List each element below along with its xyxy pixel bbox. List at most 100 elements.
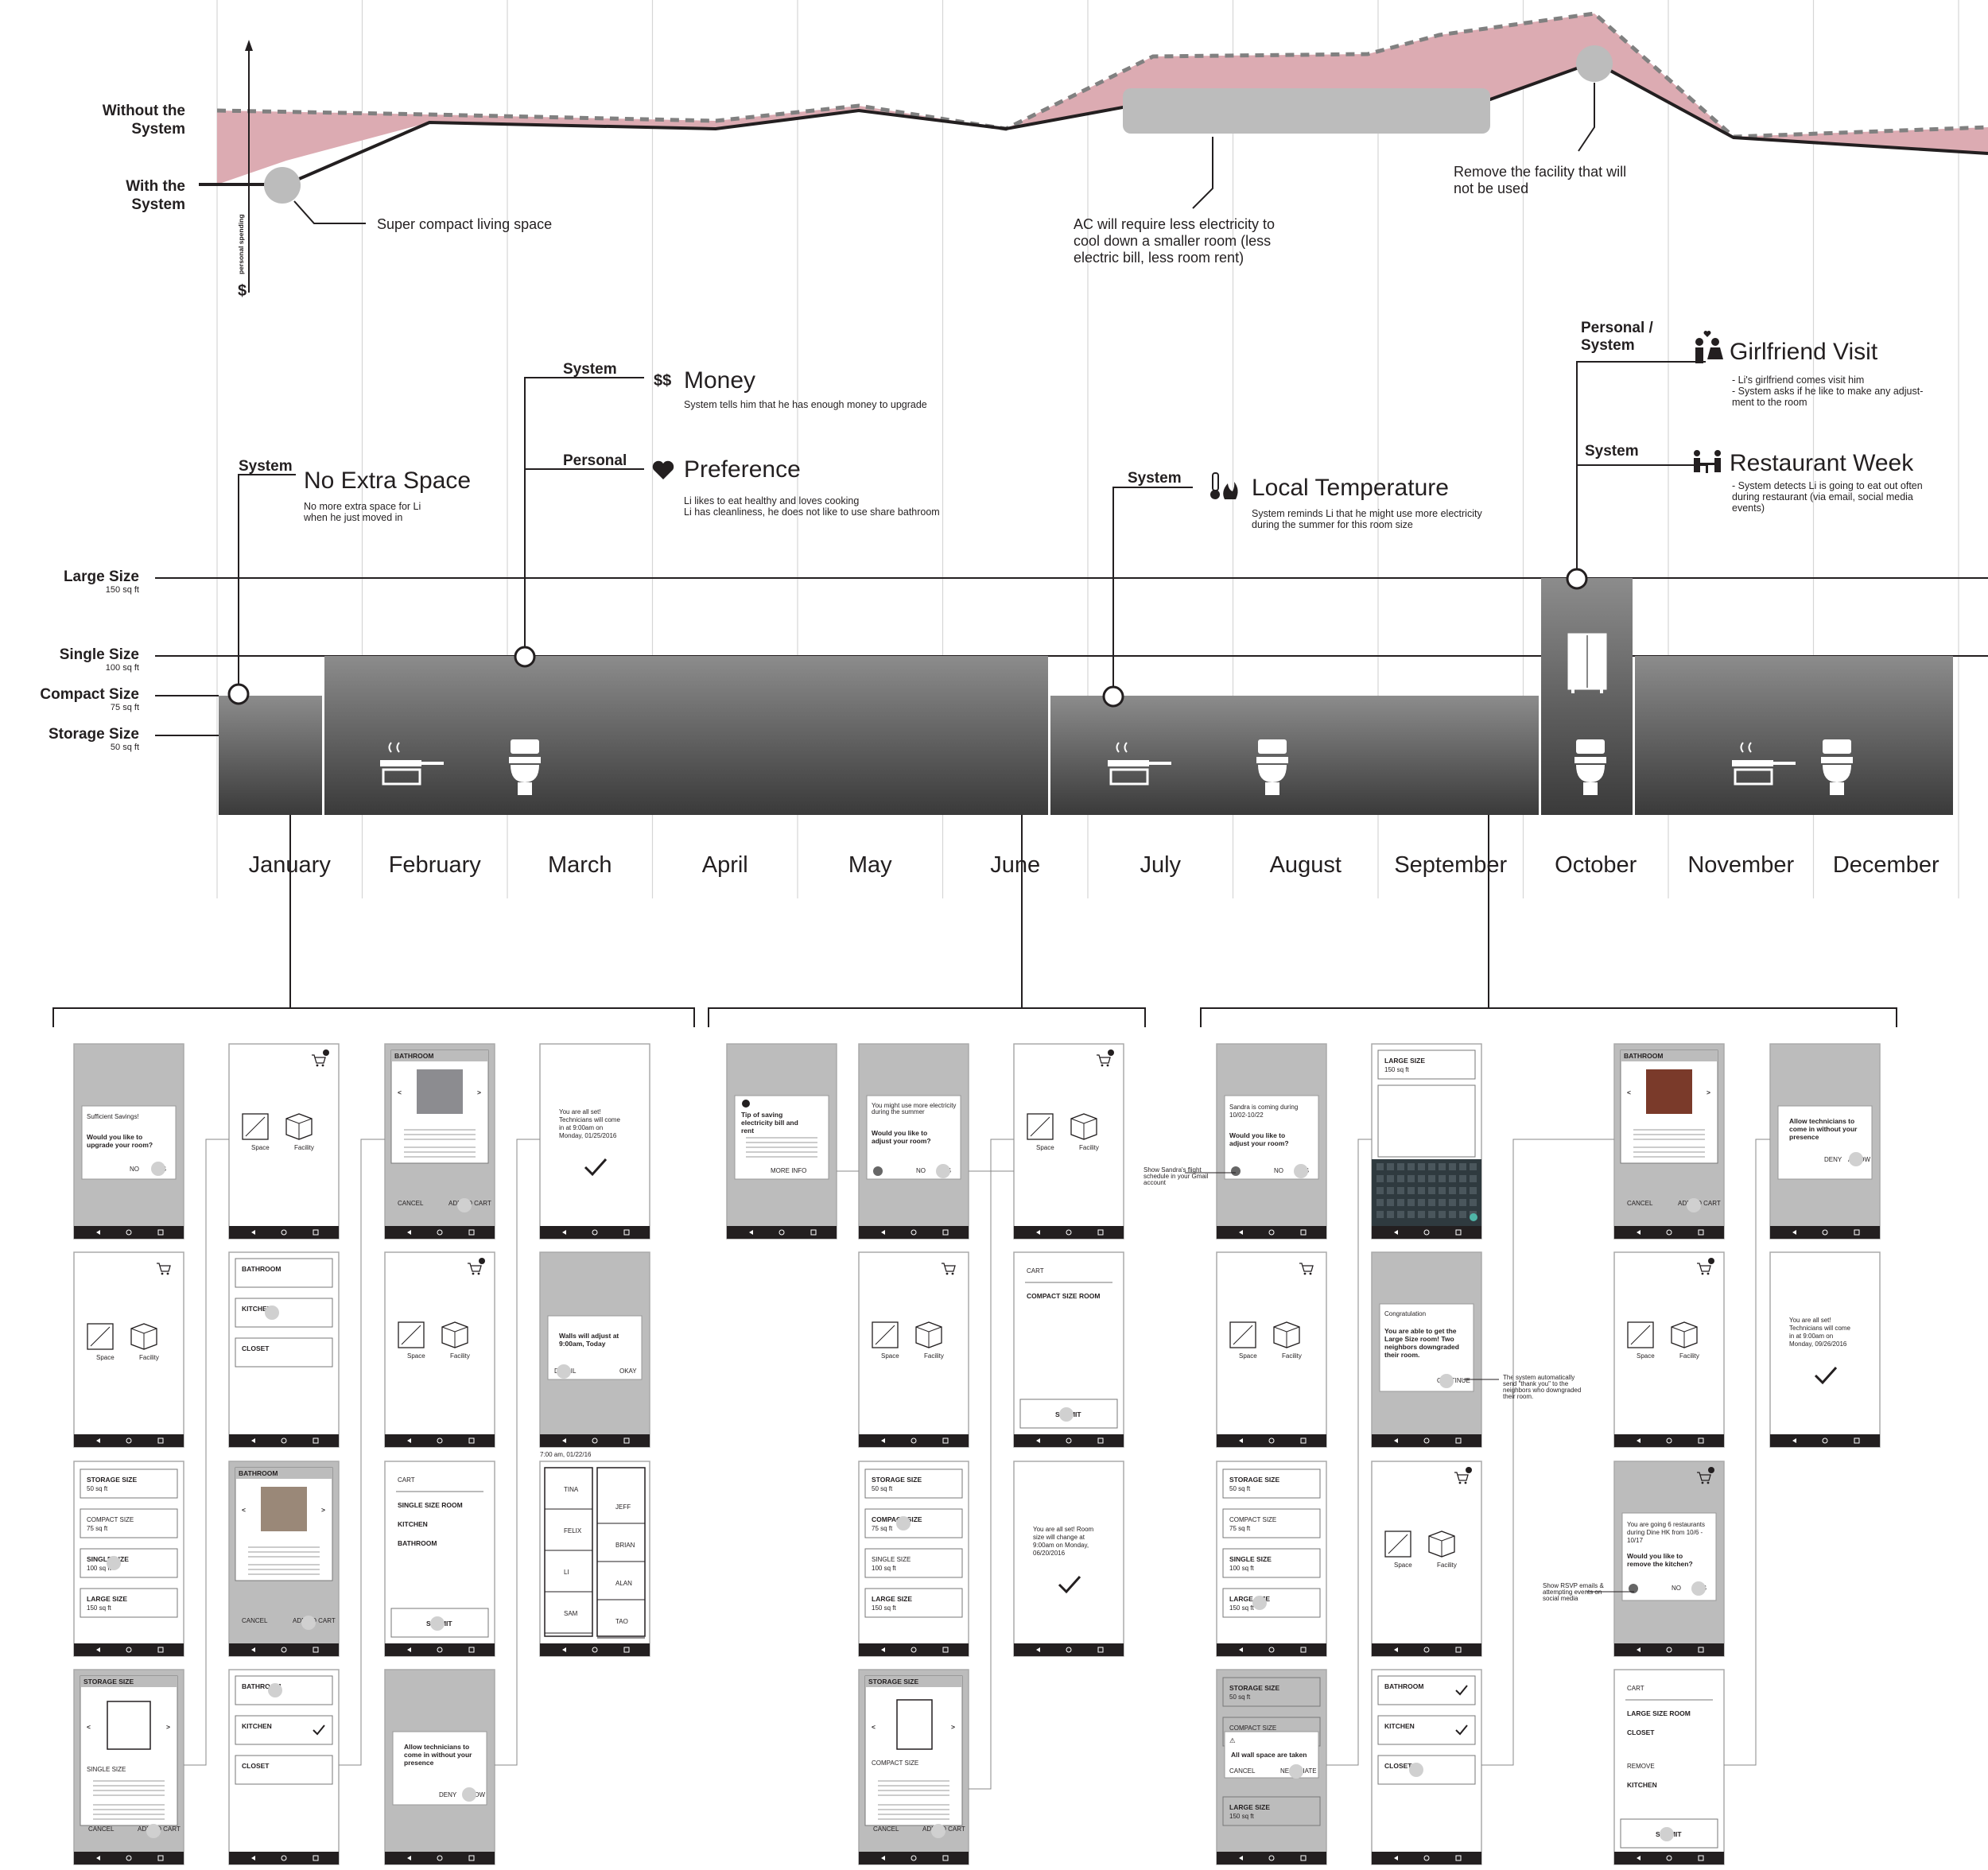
chevron-left-icon: <	[242, 1506, 246, 1514]
list-option[interactable]	[80, 1509, 177, 1538]
list-option[interactable]	[1223, 1469, 1320, 1498]
dining-icon	[1694, 450, 1721, 473]
wireframe-screen: BATHROOM<>CANCELADD TO CART	[385, 1044, 495, 1239]
okay-button: OKAY	[619, 1368, 637, 1375]
touch-indicator	[1289, 1764, 1303, 1779]
size-area: 75 sq ft	[111, 703, 139, 712]
help-icon[interactable]	[873, 1166, 883, 1176]
cart-item: KITCHEN	[1627, 1781, 1657, 1789]
list-option[interactable]	[865, 1549, 962, 1577]
option-caption: SINGLE SIZE	[87, 1766, 126, 1773]
wireframe-screen: You are all set!Technicians will comein …	[540, 1044, 650, 1239]
event-note: System reminds Li that he might use more…	[1252, 508, 1482, 530]
thermometer-fire-icon	[1210, 473, 1238, 499]
help-icon[interactable]	[1231, 1166, 1241, 1176]
list-option[interactable]	[80, 1469, 177, 1498]
list-option[interactable]	[865, 1469, 962, 1498]
event-marker	[1104, 687, 1123, 706]
event-source: System	[1128, 470, 1182, 487]
option-sub: 50 sq ft	[87, 1485, 108, 1492]
carousel-title: STORAGE SIZE	[868, 1678, 918, 1686]
option-label: SINGLE SIZE	[1229, 1555, 1272, 1563]
touch-indicator	[265, 1306, 279, 1320]
event-title: Preference	[684, 456, 801, 483]
event-note: No more extra space for Liwhen he just m…	[303, 501, 421, 523]
wireframe-screen: CongratulationYou are able to get theLar…	[1372, 1252, 1481, 1447]
event-marker	[515, 647, 534, 666]
month-label: May	[848, 852, 892, 878]
option-sub: 50 sq ft	[1229, 1485, 1251, 1492]
list-option[interactable]	[235, 1298, 332, 1327]
wireframe-screen: STORAGE SIZE50 sq ftCOMPACT SIZE75 sq ft…	[859, 1461, 969, 1656]
cart-item: CLOSET	[1627, 1728, 1655, 1736]
month-label: December	[1833, 852, 1939, 878]
touch-indicator	[1409, 1763, 1423, 1777]
cart-title: CART	[398, 1476, 415, 1484]
wireframe-screen: SpaceFacility	[1014, 1044, 1124, 1239]
wireframe-screen: Allow technicians tocome in without your…	[385, 1670, 495, 1864]
list-option[interactable]	[1223, 1589, 1320, 1617]
option-sub: 150 sq ft	[87, 1604, 111, 1612]
event-connector-money	[525, 378, 644, 654]
touch-indicator	[1849, 1152, 1863, 1166]
dialog-caption: during the summer	[872, 1108, 925, 1115]
wireframe-screen: STORAGE SIZE50 sq ftCOMPACT SIZE75 sq ft…	[1217, 1670, 1326, 1864]
month-label: October	[1555, 852, 1637, 878]
option-label: KITCHEN	[242, 1722, 272, 1730]
room-photo	[1646, 1069, 1692, 1114]
ac-highlight	[1123, 88, 1490, 134]
list-option[interactable]	[80, 1589, 177, 1617]
option-label: SINGLE SIZE	[872, 1556, 911, 1563]
list-option[interactable]	[235, 1676, 332, 1705]
event-connector-no-extra-space	[239, 475, 296, 693]
list-option[interactable]	[1223, 1797, 1320, 1825]
side-note: Show Sandra's flightschedule in your Gma…	[1143, 1166, 1209, 1186]
axis-arrow-icon	[245, 40, 253, 51]
list-option[interactable]	[80, 1549, 177, 1577]
touch-indicator	[557, 1364, 571, 1379]
list-option[interactable]	[235, 1259, 332, 1287]
list-option[interactable]	[235, 1338, 332, 1367]
facility-label: Facility	[294, 1144, 314, 1151]
no-button: NO	[1672, 1585, 1681, 1592]
touch-indicator	[301, 1616, 316, 1630]
touch-indicator	[936, 1164, 950, 1178]
wireframe-screen: SpaceFacility	[1217, 1252, 1326, 1447]
list-option[interactable]	[1378, 1676, 1475, 1705]
dollar-icon: $$	[654, 372, 671, 390]
no-button: NO	[1274, 1167, 1283, 1174]
wireframe-screen: SpaceFacility	[1614, 1252, 1724, 1447]
annotation-leader-3	[1578, 83, 1594, 151]
list-option[interactable]	[865, 1589, 962, 1617]
wireframe-screen: BATHROOM<>CANCELADD TO CART	[1614, 1044, 1724, 1239]
event-title: Money	[684, 367, 755, 394]
wardrobe-icon	[1568, 634, 1606, 693]
wireframe-screen: 7:00 am, 01/22/16TINAFELIXLISAMJEFFBRIAN…	[540, 1451, 650, 1656]
facility-label: Facility	[139, 1354, 159, 1361]
list-option[interactable]	[235, 1756, 332, 1784]
event-source: Personal /System	[1581, 320, 1654, 354]
wireframe-screen: STORAGE SIZE50 sq ftCOMPACT SIZE75 sq ft…	[1217, 1461, 1326, 1656]
list-option[interactable]	[1223, 1678, 1320, 1706]
no-button: NO	[130, 1166, 139, 1173]
neighbor-label: ALAN	[615, 1580, 632, 1587]
space-label: Space	[251, 1144, 270, 1151]
touch-indicator	[151, 1162, 165, 1176]
touch-indicator	[896, 1516, 911, 1531]
list-option[interactable]	[1378, 1756, 1475, 1784]
list-option[interactable]	[1378, 1716, 1475, 1744]
list-option[interactable]	[1223, 1509, 1320, 1538]
list-option[interactable]	[865, 1509, 962, 1538]
list-option[interactable]	[235, 1716, 332, 1744]
event-source: Personal	[563, 452, 627, 469]
space-label: Space	[1394, 1562, 1412, 1569]
size-area: 150 sq ft	[106, 585, 139, 595]
wireframe-screen: CARTSINGLE SIZE ROOMKITCHENBATHROOMSUBMI…	[385, 1461, 495, 1656]
list-option[interactable]	[1223, 1549, 1320, 1577]
wireframe-screen: BATHROOMKITCHENCLOSET	[229, 1252, 339, 1447]
notes-input[interactable]	[1378, 1085, 1475, 1157]
carousel-title: BATHROOM	[239, 1469, 278, 1477]
wireframe-screen: You are all set! Roomsize will change at…	[1014, 1461, 1124, 1656]
carousel-title: BATHROOM	[394, 1052, 433, 1060]
couple-icon	[1695, 331, 1723, 363]
